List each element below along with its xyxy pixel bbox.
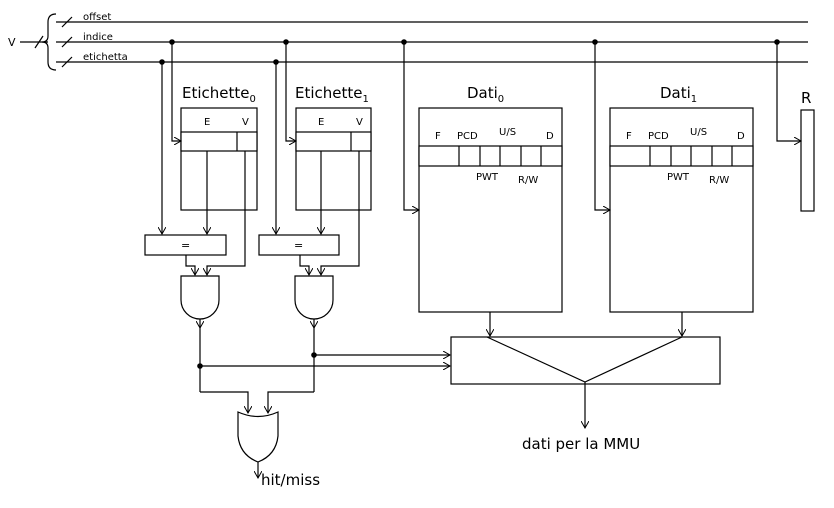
junction-dot [311,352,317,358]
cmp0-to-and [185,255,195,275]
data-array-0: Dati0 F PCD U/S D PWT R/W [418,84,563,313]
and-output-wiring [197,319,450,413]
offset-label: offset [83,12,111,23]
tag0-box [180,107,258,211]
and-gate-0 [180,275,220,320]
bus-input-label: V [8,36,16,49]
tag1-title: Etichette1 [295,84,369,105]
register-label: R [801,89,811,107]
data1-col-pwt: PWT [667,172,690,183]
data-array-1: Dati1 F PCD U/S D PWT R/W [609,84,754,313]
data0-col-pwt: PWT [476,172,499,183]
cmp1-to-and [299,255,309,275]
indice-label: indice [83,32,113,43]
data0-col-d: D [546,131,554,142]
data1-col-d: D [737,131,745,142]
tag0-col-e: E [204,117,210,128]
tag-output-wiring [185,151,360,275]
comparator0-label: = [181,239,190,252]
comparator1-label: = [294,239,303,252]
indice-slash [61,36,73,48]
junction-dot [197,363,203,369]
data1-col-us: U/S [690,127,707,138]
data0-col-pcd: PCD [457,131,478,142]
tag1-row [295,131,372,152]
data1-col-rw: R/W [709,175,729,186]
bus-slash [34,35,44,49]
index-to-tag0 [171,42,181,141]
etichetta-slash [61,56,73,68]
output-mux [450,336,721,385]
and0-to-or [200,391,248,413]
index-to-data1 [594,42,610,210]
address-bus: V offset indice etichetta [8,12,808,71]
tag0-row [180,131,258,152]
index-to-tag1 [285,42,296,141]
tag0-title: Etichette0 [182,84,256,105]
tag1-col-v: V [356,117,363,128]
comparator-0: = [144,234,227,256]
data0-col-us: U/S [499,127,516,138]
tag0-col-v: V [242,117,249,128]
bus-junctions [159,39,780,65]
mux-box [450,336,721,385]
bus-brace [41,13,57,71]
index-to-data0 [403,42,419,210]
data1-box [609,107,754,313]
comparator-1: = [258,234,340,256]
data0-col-f: F [435,131,441,142]
etichetta-label: etichetta [83,52,128,63]
register-box [800,109,815,212]
data0-col-rw: R/W [518,175,538,186]
tag0-v-to-and [207,151,246,275]
tag-array-0: Etichette0 E V [180,84,258,211]
data1-row [609,145,754,167]
bus-wiring [162,42,801,234]
data0-row [418,145,563,167]
tag1-v-to-and [321,151,360,275]
comparator1-box [258,234,340,256]
data0-title: Dati0 [467,84,504,105]
and1-to-or [268,391,314,413]
and-gate-1 [294,275,334,320]
or-gate [237,411,279,463]
offset-slash [61,16,73,28]
mux-output-label: dati per la MMU [522,435,640,453]
hit-miss-label: hit/miss [261,471,320,489]
register-r: R [800,89,815,212]
data1-col-f: F [626,131,632,142]
data1-title: Dati1 [660,84,697,105]
index-to-register [776,42,801,141]
data1-col-pcd: PCD [648,131,669,142]
tag1-col-e: E [318,117,324,128]
